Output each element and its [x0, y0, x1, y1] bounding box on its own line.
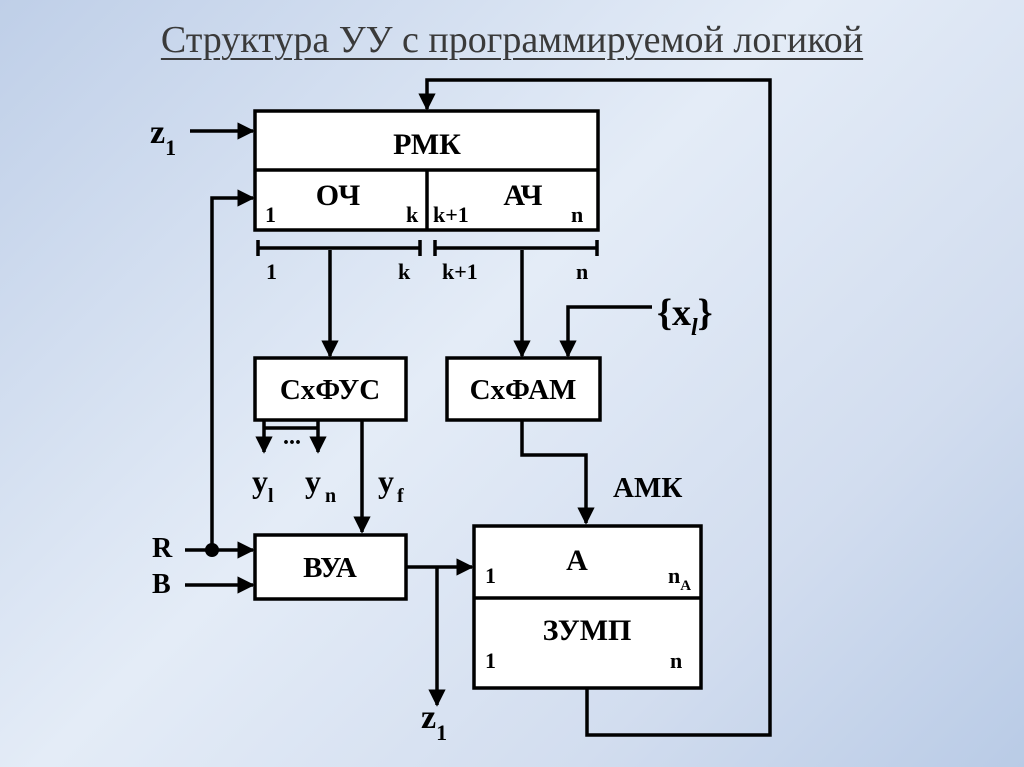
zump-index-start: 1 — [485, 648, 496, 673]
zump-index-end: n — [670, 648, 682, 673]
ach-bus — [433, 240, 599, 256]
sxfam-label: СхФАМ — [470, 374, 577, 406]
outputs-dots: ... — [283, 424, 301, 450]
a-label: А — [566, 544, 588, 577]
och-label: ОЧ — [316, 179, 361, 212]
ach-bus-index-start: k+1 — [442, 259, 478, 284]
och-index-start: 1 — [265, 202, 276, 227]
z1-input-label: z1 — [150, 114, 176, 160]
b-label: B — [152, 569, 171, 600]
sxfus-label: СхФУС — [280, 374, 380, 406]
amk-label: АМК — [613, 472, 682, 504]
ach-index-start: k+1 — [433, 202, 469, 227]
zump-label: ЗУМП — [543, 614, 632, 647]
a-index-end: nA — [668, 563, 691, 594]
vua-label: ВУА — [303, 552, 357, 584]
amk-arrow — [520, 420, 595, 525]
a-index-start: 1 — [485, 563, 496, 588]
och-bus-index-start: 1 — [266, 259, 277, 284]
y1-label: yl — [252, 463, 274, 507]
x-input-label: {xl} — [657, 292, 713, 341]
x-input-arrow — [559, 305, 652, 358]
och-bus-index-end: k — [398, 259, 411, 284]
sxfus-block — [253, 356, 408, 422]
sxfam-block — [445, 356, 602, 422]
och-bus — [256, 240, 422, 256]
z1-output-label: z1 — [421, 699, 447, 745]
och-index-end: k — [406, 202, 419, 227]
r-label: R — [152, 533, 173, 564]
slide-title: Структура УУ с программируемой логикой — [160, 19, 864, 61]
ach-bus-index-end: n — [576, 259, 588, 284]
ach-label: АЧ — [503, 179, 542, 212]
zump-to-rmk-feedback-arrow — [418, 78, 772, 737]
rmk-label: РМК — [393, 128, 461, 161]
r-to-register-arrow — [210, 189, 255, 550]
ach-index-end: n — [571, 202, 583, 227]
